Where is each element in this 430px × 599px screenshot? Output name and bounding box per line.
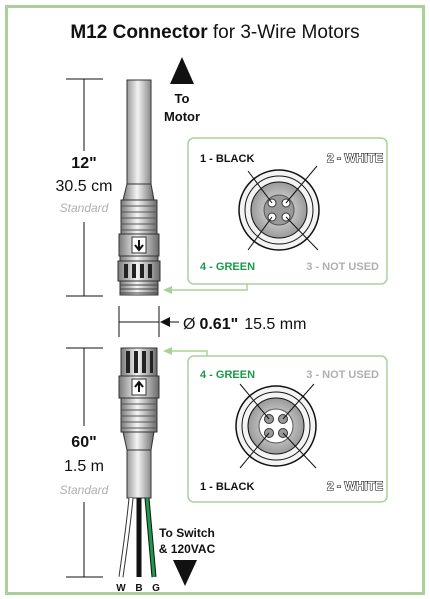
lower-standard-note: Standard: [60, 483, 109, 497]
diameter-symbol: Ø: [183, 316, 195, 333]
lower-pin-1-label: 1 - BLACK: [200, 481, 254, 493]
wire-label-g: G: [152, 583, 160, 594]
title-bold: M12 Connector: [70, 22, 208, 43]
lower-length-m: 1.5 m: [64, 458, 104, 475]
to-motor-label-1: To: [175, 91, 190, 106]
upper-pin-1-label: 1 - BLACK: [200, 153, 254, 165]
upper-length-inches: 12": [71, 155, 96, 172]
wire-label-w: W: [116, 583, 126, 594]
diameter-arrow-icon: [160, 317, 170, 327]
lower-length-dimension: [66, 347, 103, 578]
lower-connector: [118, 347, 160, 499]
to-motor-arrow-icon: [170, 57, 194, 84]
lower-length-inches: 60": [71, 434, 96, 451]
lower-pin-2-label: 2 - WHITE: [327, 479, 383, 493]
lower-pin-4-label: 4 - GREEN: [200, 369, 255, 381]
upper-connector: [117, 79, 161, 296]
lower-up-arrow-icon: [134, 380, 144, 392]
upper-pin-4-label: 4 - GREEN: [200, 261, 255, 273]
lower-leader-arrow-icon: [163, 347, 172, 355]
to-switch-label-2: & 120VAC: [159, 542, 216, 556]
upper-leader-arrow-icon: [163, 286, 172, 294]
upper-connector-face: [238, 165, 320, 251]
lower-pinout-leader: [170, 350, 208, 356]
title-rest: for 3-Wire Motors: [207, 22, 360, 43]
upper-down-arrow-icon: [134, 240, 144, 252]
wire-label-b: B: [135, 583, 142, 594]
diameter-inches: 0.61": [199, 316, 238, 333]
lower-connector-face: [235, 383, 317, 469]
upper-pin-3-label: 3 - NOT USED: [306, 261, 379, 273]
output-wires: [118, 497, 157, 578]
upper-pinout-leader: [170, 284, 248, 291]
diagram-title: M12 Connector for 3-Wire Motors: [0, 22, 430, 44]
diameter-dimension: [118, 306, 179, 337]
upper-pin-2-label: 2 - WHITE: [327, 151, 383, 165]
to-switch-label-1: To Switch: [159, 526, 215, 540]
diameter-mm: 15.5 mm: [244, 316, 306, 333]
to-switch-arrow-icon: [173, 560, 197, 586]
upper-standard-note: Standard: [60, 201, 109, 215]
upper-length-dimension: [66, 78, 103, 297]
lower-pin-3-label: 3 - NOT USED: [306, 369, 379, 381]
upper-length-cm: 30.5 cm: [56, 178, 113, 195]
to-motor-label-2: Motor: [164, 109, 200, 124]
